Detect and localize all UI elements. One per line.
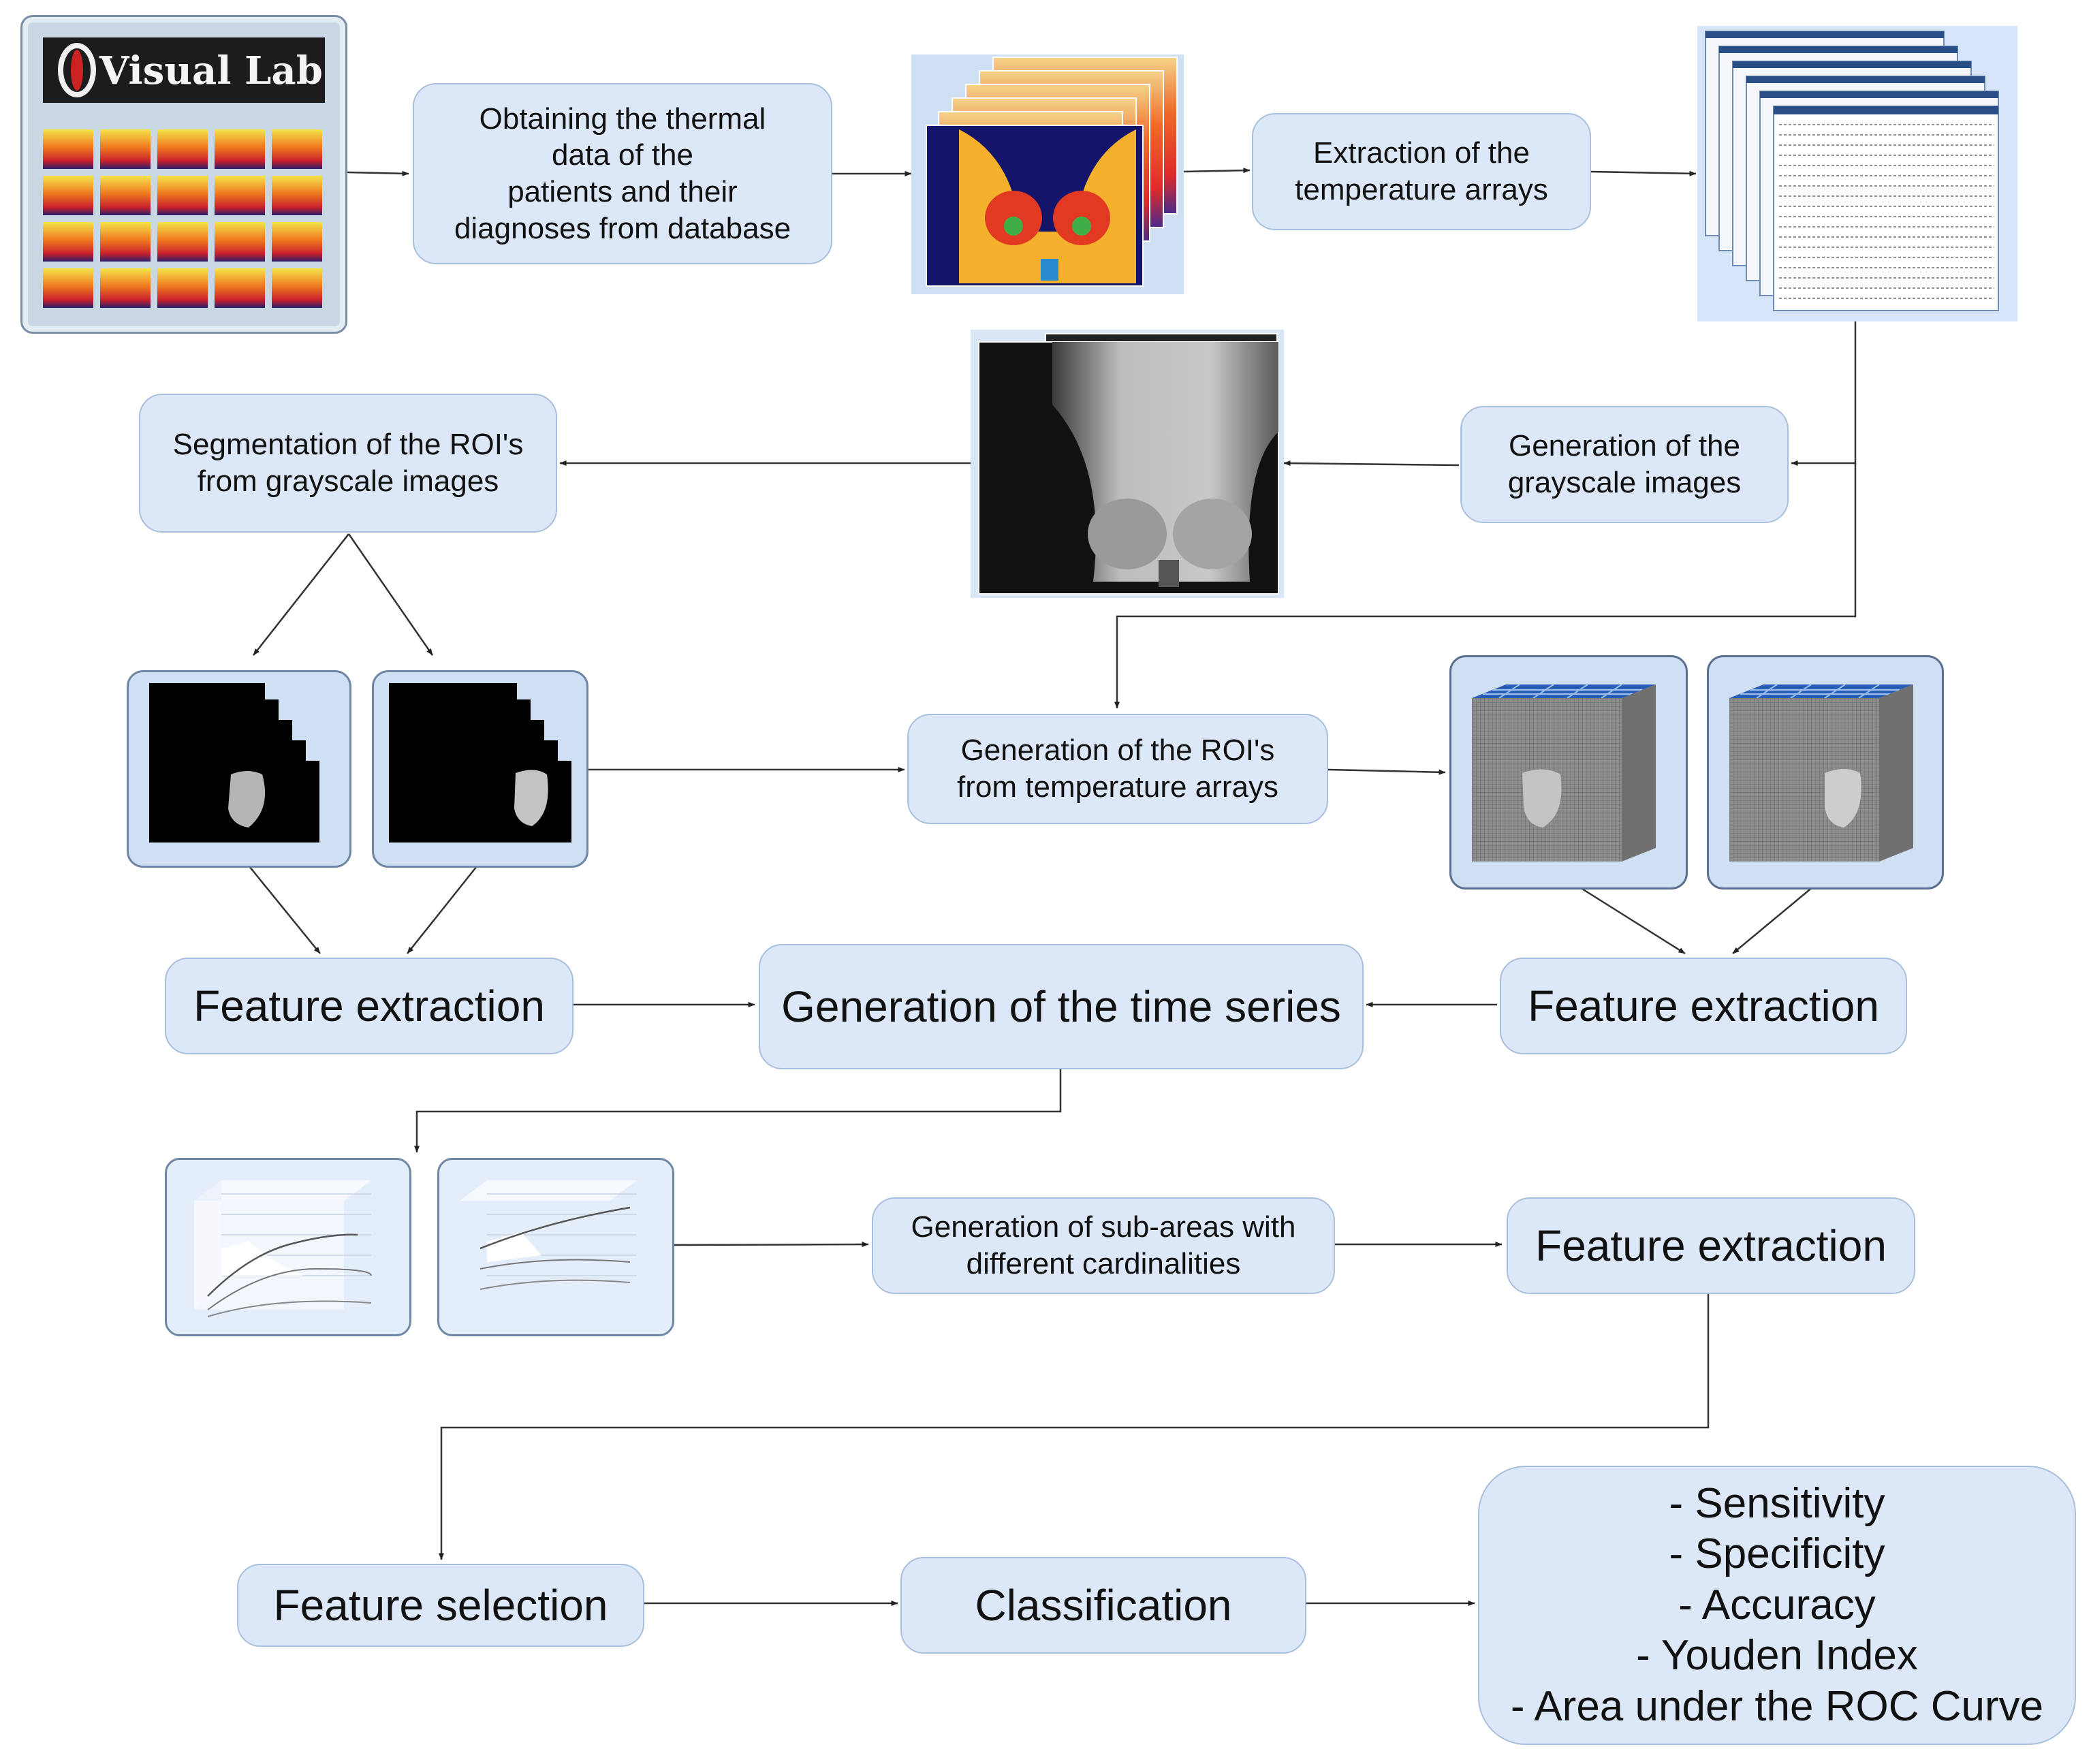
step-classification: Classification: [900, 1557, 1306, 1654]
metric-youden-index: - Youden Index: [1636, 1632, 1918, 1680]
roi-temperature-right-thumbnail: [1707, 655, 1944, 889]
time-series-left-thumbnail: [165, 1158, 411, 1336]
grayscale-images-thumbnail: [971, 330, 1284, 598]
visual-lab-logo-image: Visual Lab: [43, 37, 325, 308]
arrow-feature-to-selection: [439, 1293, 1710, 1560]
arrow-arrays-to-roi-temp: [1114, 463, 1857, 709]
arrow-charts-to-subareas: [671, 1242, 869, 1248]
arrow-cube-left-to-feature: [1578, 885, 1686, 955]
step-feature-extraction-right: Feature extraction: [1500, 958, 1907, 1054]
step-generate-sub-areas: Generation of sub-areas with different c…: [872, 1197, 1335, 1294]
metric-auc: - Area under the ROC Curve: [1510, 1682, 2044, 1730]
step-feature-extraction-left: Feature extraction: [165, 958, 573, 1054]
arrow-roi-left-to-feature: [249, 866, 321, 954]
metric-sensitivity: - Sensitivity: [1669, 1480, 1885, 1528]
arrow-roi-temp-to-cubes: [1327, 768, 1446, 775]
arrow-grayscale-to-image: [1283, 460, 1460, 467]
arrow-segment-to-roi-left: [253, 533, 349, 656]
thermal-images-thumbnail: [911, 54, 1184, 294]
roi-temperature-left-thumbnail: [1449, 655, 1688, 889]
roi-grayscale-left-thumbnail: [127, 670, 351, 868]
arrow-extract-to-arrays: [1590, 170, 1697, 176]
arrow-cube-right-to-feature: [1732, 886, 1814, 954]
arrow-series-to-charts: [414, 1069, 1062, 1153]
temperature-arrays-thumbnail: [1697, 26, 2017, 321]
step-feature-extraction-sub-areas: Feature extraction: [1507, 1197, 1915, 1294]
arrow-thermal-to-extract: [1183, 168, 1251, 174]
logo-text: Visual Lab: [99, 48, 323, 93]
roi-grayscale-right-thumbnail: [372, 670, 588, 868]
arrow-segment-to-roi-right: [347, 533, 434, 656]
database-thumbnail: Visual Lab: [20, 15, 347, 334]
step-generate-roi-temperature: Generation of the ROI's from temperature…: [907, 714, 1328, 824]
evaluation-metrics-box: - Sensitivity - Specificity - Accuracy -…: [1478, 1466, 2076, 1745]
step-extract-arrays: Extraction of the temperature arrays: [1252, 113, 1591, 230]
arrow-logo-to-obtain: [347, 170, 409, 176]
step-feature-selection: Feature selection: [237, 1564, 644, 1647]
arrow-arrays-to-grayscale: [1791, 321, 1857, 466]
step-generate-time-series: Generation of the time series: [759, 944, 1364, 1069]
metric-specificity: - Specificity: [1669, 1530, 1885, 1578]
arrow-roi-right-to-feature: [407, 866, 477, 954]
step-segment-roi: Segmentation of the ROI's from grayscale…: [139, 394, 557, 533]
step-obtain-data: Obtaining the thermal data of the patien…: [413, 83, 832, 264]
time-series-right-thumbnail: [437, 1158, 674, 1336]
metric-accuracy: - Accuracy: [1678, 1581, 1876, 1628]
step-generate-grayscale: Generation of the grayscale images: [1460, 406, 1789, 523]
